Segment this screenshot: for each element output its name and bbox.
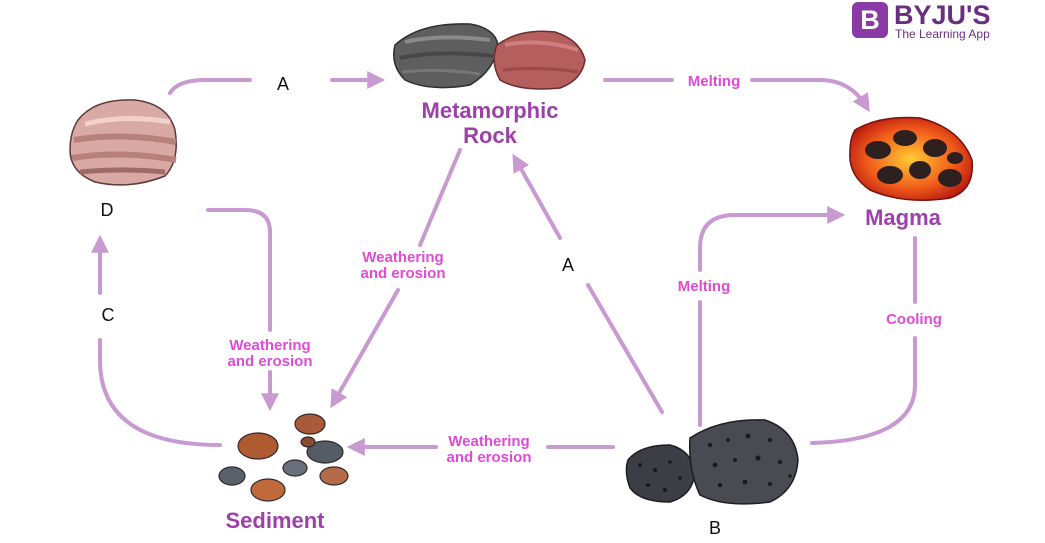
arrow-metamorphic-to-sediment-lower <box>330 288 400 409</box>
cooling-label: Cooling <box>886 311 942 328</box>
metamorphic-rock-image <box>393 23 586 90</box>
arrow-sedimentary-to-metamorphic <box>168 78 252 95</box>
sediment-title: Sediment <box>225 508 325 533</box>
arrow-igneous-to-metamorphic-upper <box>512 153 562 240</box>
melting-label-right: Melting <box>677 278 731 295</box>
weathering-label-center: Weathering and erosion <box>360 249 446 282</box>
melting-label-top: Melting <box>687 73 741 90</box>
process-c-left: C <box>101 305 115 325</box>
arrow-metamorphic-to-sediment-upper <box>418 148 462 247</box>
byjus-brand: B BYJU'S The Learning App <box>852 0 1042 42</box>
process-a-middle: A <box>561 255 574 275</box>
byjus-logo-icon: B <box>852 2 888 38</box>
arrow-sediment-to-c <box>98 338 222 447</box>
igneous-rock-label: B <box>708 518 721 538</box>
sedimentary-rock-label: D <box>100 200 114 220</box>
arrow-cooling-to-igneous <box>810 336 917 445</box>
metamorphic-rock-title: Metamorphic Rock <box>421 98 559 148</box>
sedimentary-rock-image <box>69 99 177 186</box>
weathering-label-left: Weathering and erosion <box>227 337 313 370</box>
arrow-sedimentary-to-weathering <box>206 208 272 332</box>
brand-name: BYJU'S <box>894 0 991 30</box>
magma-image <box>849 116 974 201</box>
magma-title: Magma <box>865 205 941 230</box>
arrow-metamorphic-to-magma-2 <box>750 78 870 113</box>
arrow-igneous-to-metamorphic-lower <box>586 283 664 414</box>
sediment-image <box>218 413 349 502</box>
arrow-igneous-to-magma-upper <box>698 206 846 272</box>
brand-tagline: The Learning App <box>895 27 990 41</box>
weathering-label-bottom: Weathering and erosion <box>446 433 532 466</box>
process-a-top: A <box>276 74 289 94</box>
igneous-rock-image <box>625 419 799 505</box>
